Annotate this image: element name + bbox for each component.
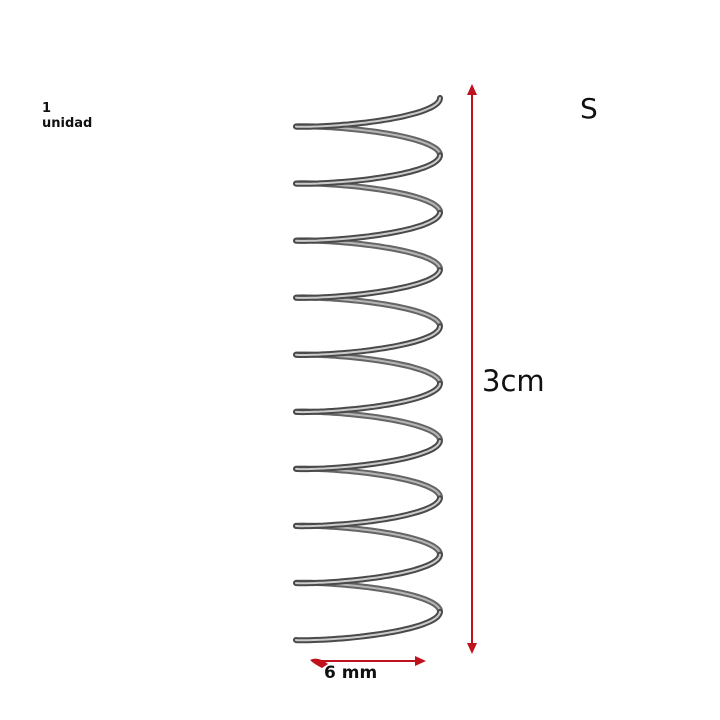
spring-coil (295, 610, 441, 642)
width-dimension-arrow (310, 656, 426, 668)
spring-coil (295, 410, 441, 441)
spring-coil (295, 497, 441, 528)
size-label: S (580, 92, 598, 125)
spring-coil (295, 154, 441, 185)
spring-coil (295, 382, 441, 414)
spring-image (293, 95, 443, 644)
quantity-label: 1 unidad (42, 101, 92, 131)
spring-coil (295, 182, 441, 213)
spring-coil (295, 440, 441, 471)
spring-coil (295, 553, 441, 585)
quantity-unit: unidad (42, 116, 93, 131)
height-label: 3cm (482, 364, 545, 398)
spring-coil (295, 524, 441, 555)
spring-coil (295, 211, 441, 242)
quantity-number: 1 (42, 101, 52, 116)
width-label: 6 mm (324, 663, 378, 683)
spring-coil (295, 269, 441, 299)
spring-coil (295, 296, 441, 326)
spring-coil (295, 325, 441, 356)
spring-coil (295, 97, 441, 128)
spring-coil (295, 467, 441, 499)
spring-coil (295, 353, 441, 384)
spring-coil (295, 125, 441, 156)
spring-coil (295, 581, 441, 612)
height-dimension-arrow (467, 84, 477, 654)
spring-coil (295, 239, 441, 270)
